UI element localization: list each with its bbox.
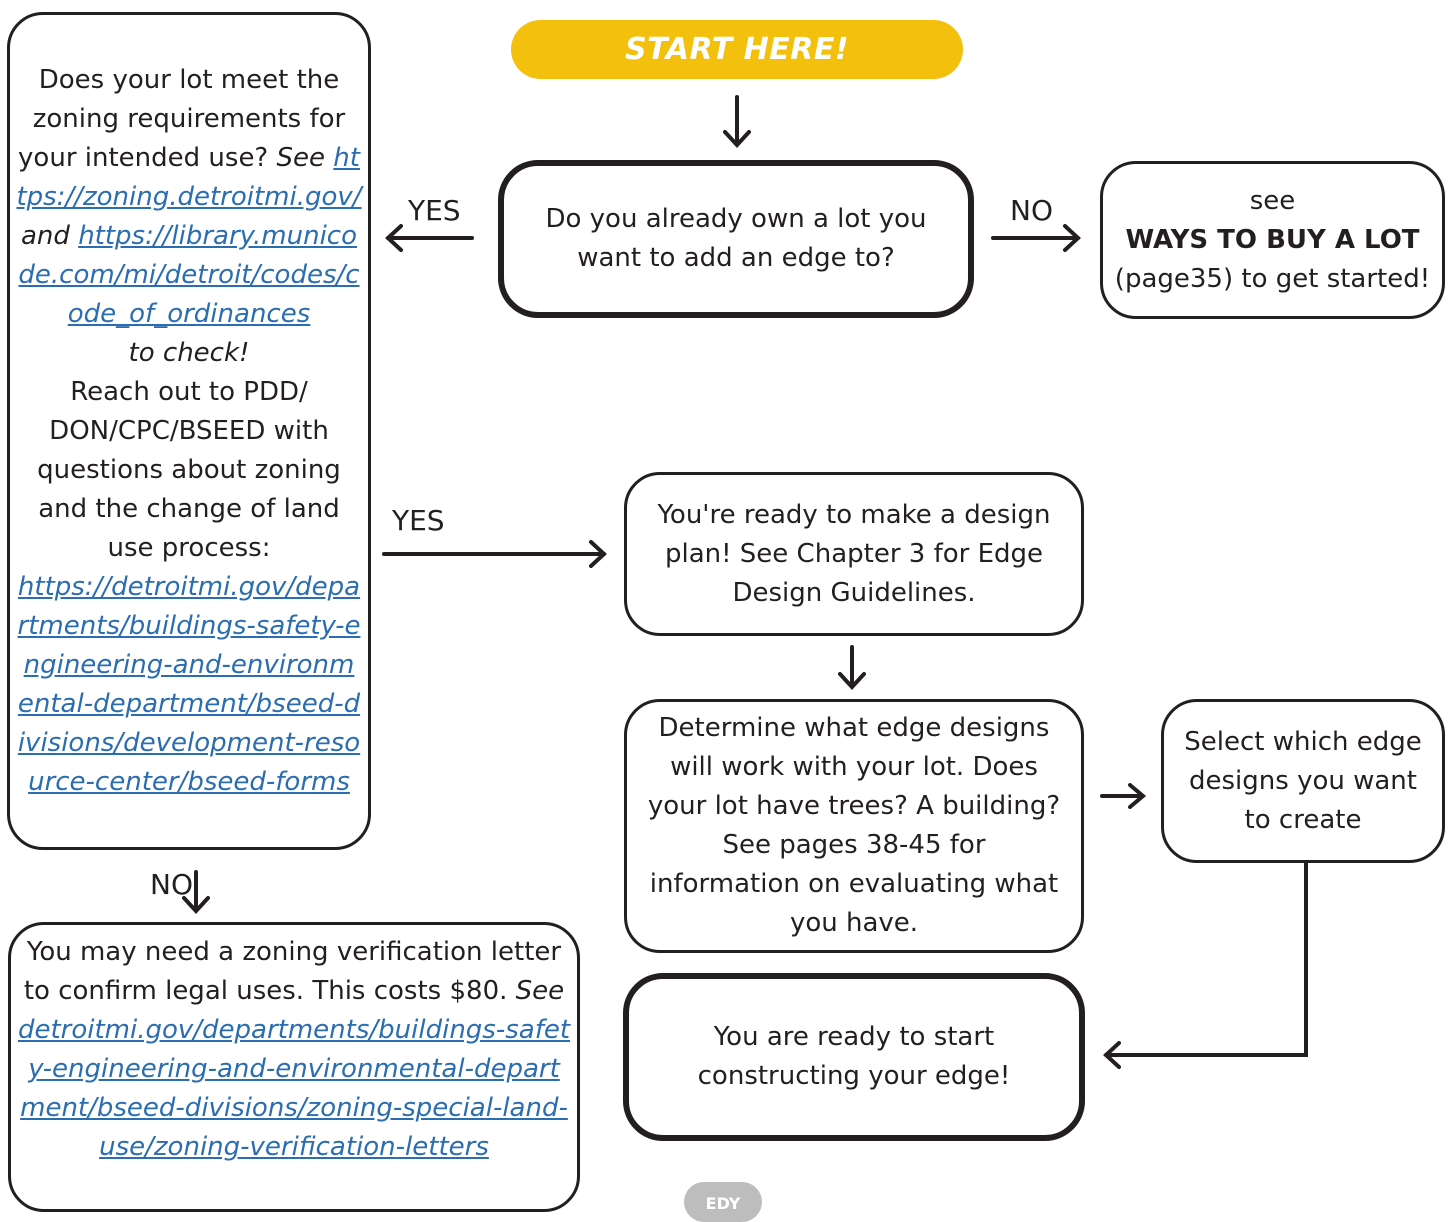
no-label-left: NO (150, 868, 193, 901)
design-plan-text: You're ready to make a design plan! See … (657, 499, 1051, 608)
arrow-no-down (182, 870, 210, 914)
verification-text: You may need a zoning verification lette… (23, 937, 562, 1006)
buy-bold: WAYS TO BUY A LOT (1125, 224, 1420, 255)
buy-lot-box: see WAYS TO BUY A LOT (page35) to get st… (1100, 161, 1445, 319)
select-designs-box: Select which edge designs you want to cr… (1161, 699, 1445, 863)
yes-label-mid: YES (392, 504, 445, 537)
verification-see: See (515, 976, 565, 1006)
logo-text: EDY (705, 1194, 741, 1213)
zoning-link-3[interactable]: https://detroitmi.gov/departments/buildi… (17, 571, 361, 797)
zoning-reach-out: Reach out to PDD/ DON/CPC/BSEED with que… (37, 376, 341, 563)
zoning-to-check: to check! (128, 337, 250, 368)
own-lot-question-box: Do you already own a lot you want to add… (498, 160, 974, 318)
arrow-yes-left (385, 224, 474, 252)
arrow-start-down (723, 95, 751, 148)
zoning-see: See (276, 142, 326, 173)
zoning-requirements-box: Does your lot meet the zoning requiremen… (7, 12, 371, 850)
start-here-pill: START HERE! (511, 20, 963, 79)
arrow-to-select (1100, 783, 1147, 809)
zoning-link-2[interactable]: https://library.municode.com/mi/detroit/… (18, 220, 360, 329)
select-text: Select which edge designs you want to cr… (1184, 726, 1422, 835)
edy-logo: EDY (684, 1182, 762, 1222)
arrow-yes-mid (382, 540, 607, 568)
yes-label-top: YES (408, 194, 461, 227)
zoning-and: and (21, 220, 70, 251)
own-lot-question: Do you already own a lot you want to add… (545, 204, 927, 273)
buy-pre: see (1249, 185, 1296, 216)
determine-designs-box: Determine what edge designs will work wi… (624, 699, 1084, 953)
zoning-question: Does your lot meet the zoning requiremen… (18, 64, 346, 173)
construct-text: You are ready to start constructing your… (697, 1022, 1011, 1091)
construct-edge-box: You are ready to start constructing your… (623, 973, 1085, 1141)
no-label-top: NO (1010, 194, 1053, 227)
determine-text: Determine what edge designs will work wi… (647, 713, 1061, 938)
arrow-select-to-construct (1103, 856, 1308, 1069)
start-label: START HERE! (625, 32, 849, 67)
arrow-plan-down (838, 645, 866, 690)
arrow-no-right (991, 224, 1081, 252)
verification-letter-box: You may need a zoning verification lette… (8, 922, 580, 1212)
verification-link[interactable]: detroitmi.gov/departments/buildings-safe… (17, 1015, 571, 1162)
buy-post: (page35) to get started! (1114, 263, 1431, 294)
design-plan-box: You're ready to make a design plan! See … (624, 472, 1084, 636)
zoning-link-1[interactable]: https://zoning.detroitmi.gov/ (16, 142, 362, 212)
